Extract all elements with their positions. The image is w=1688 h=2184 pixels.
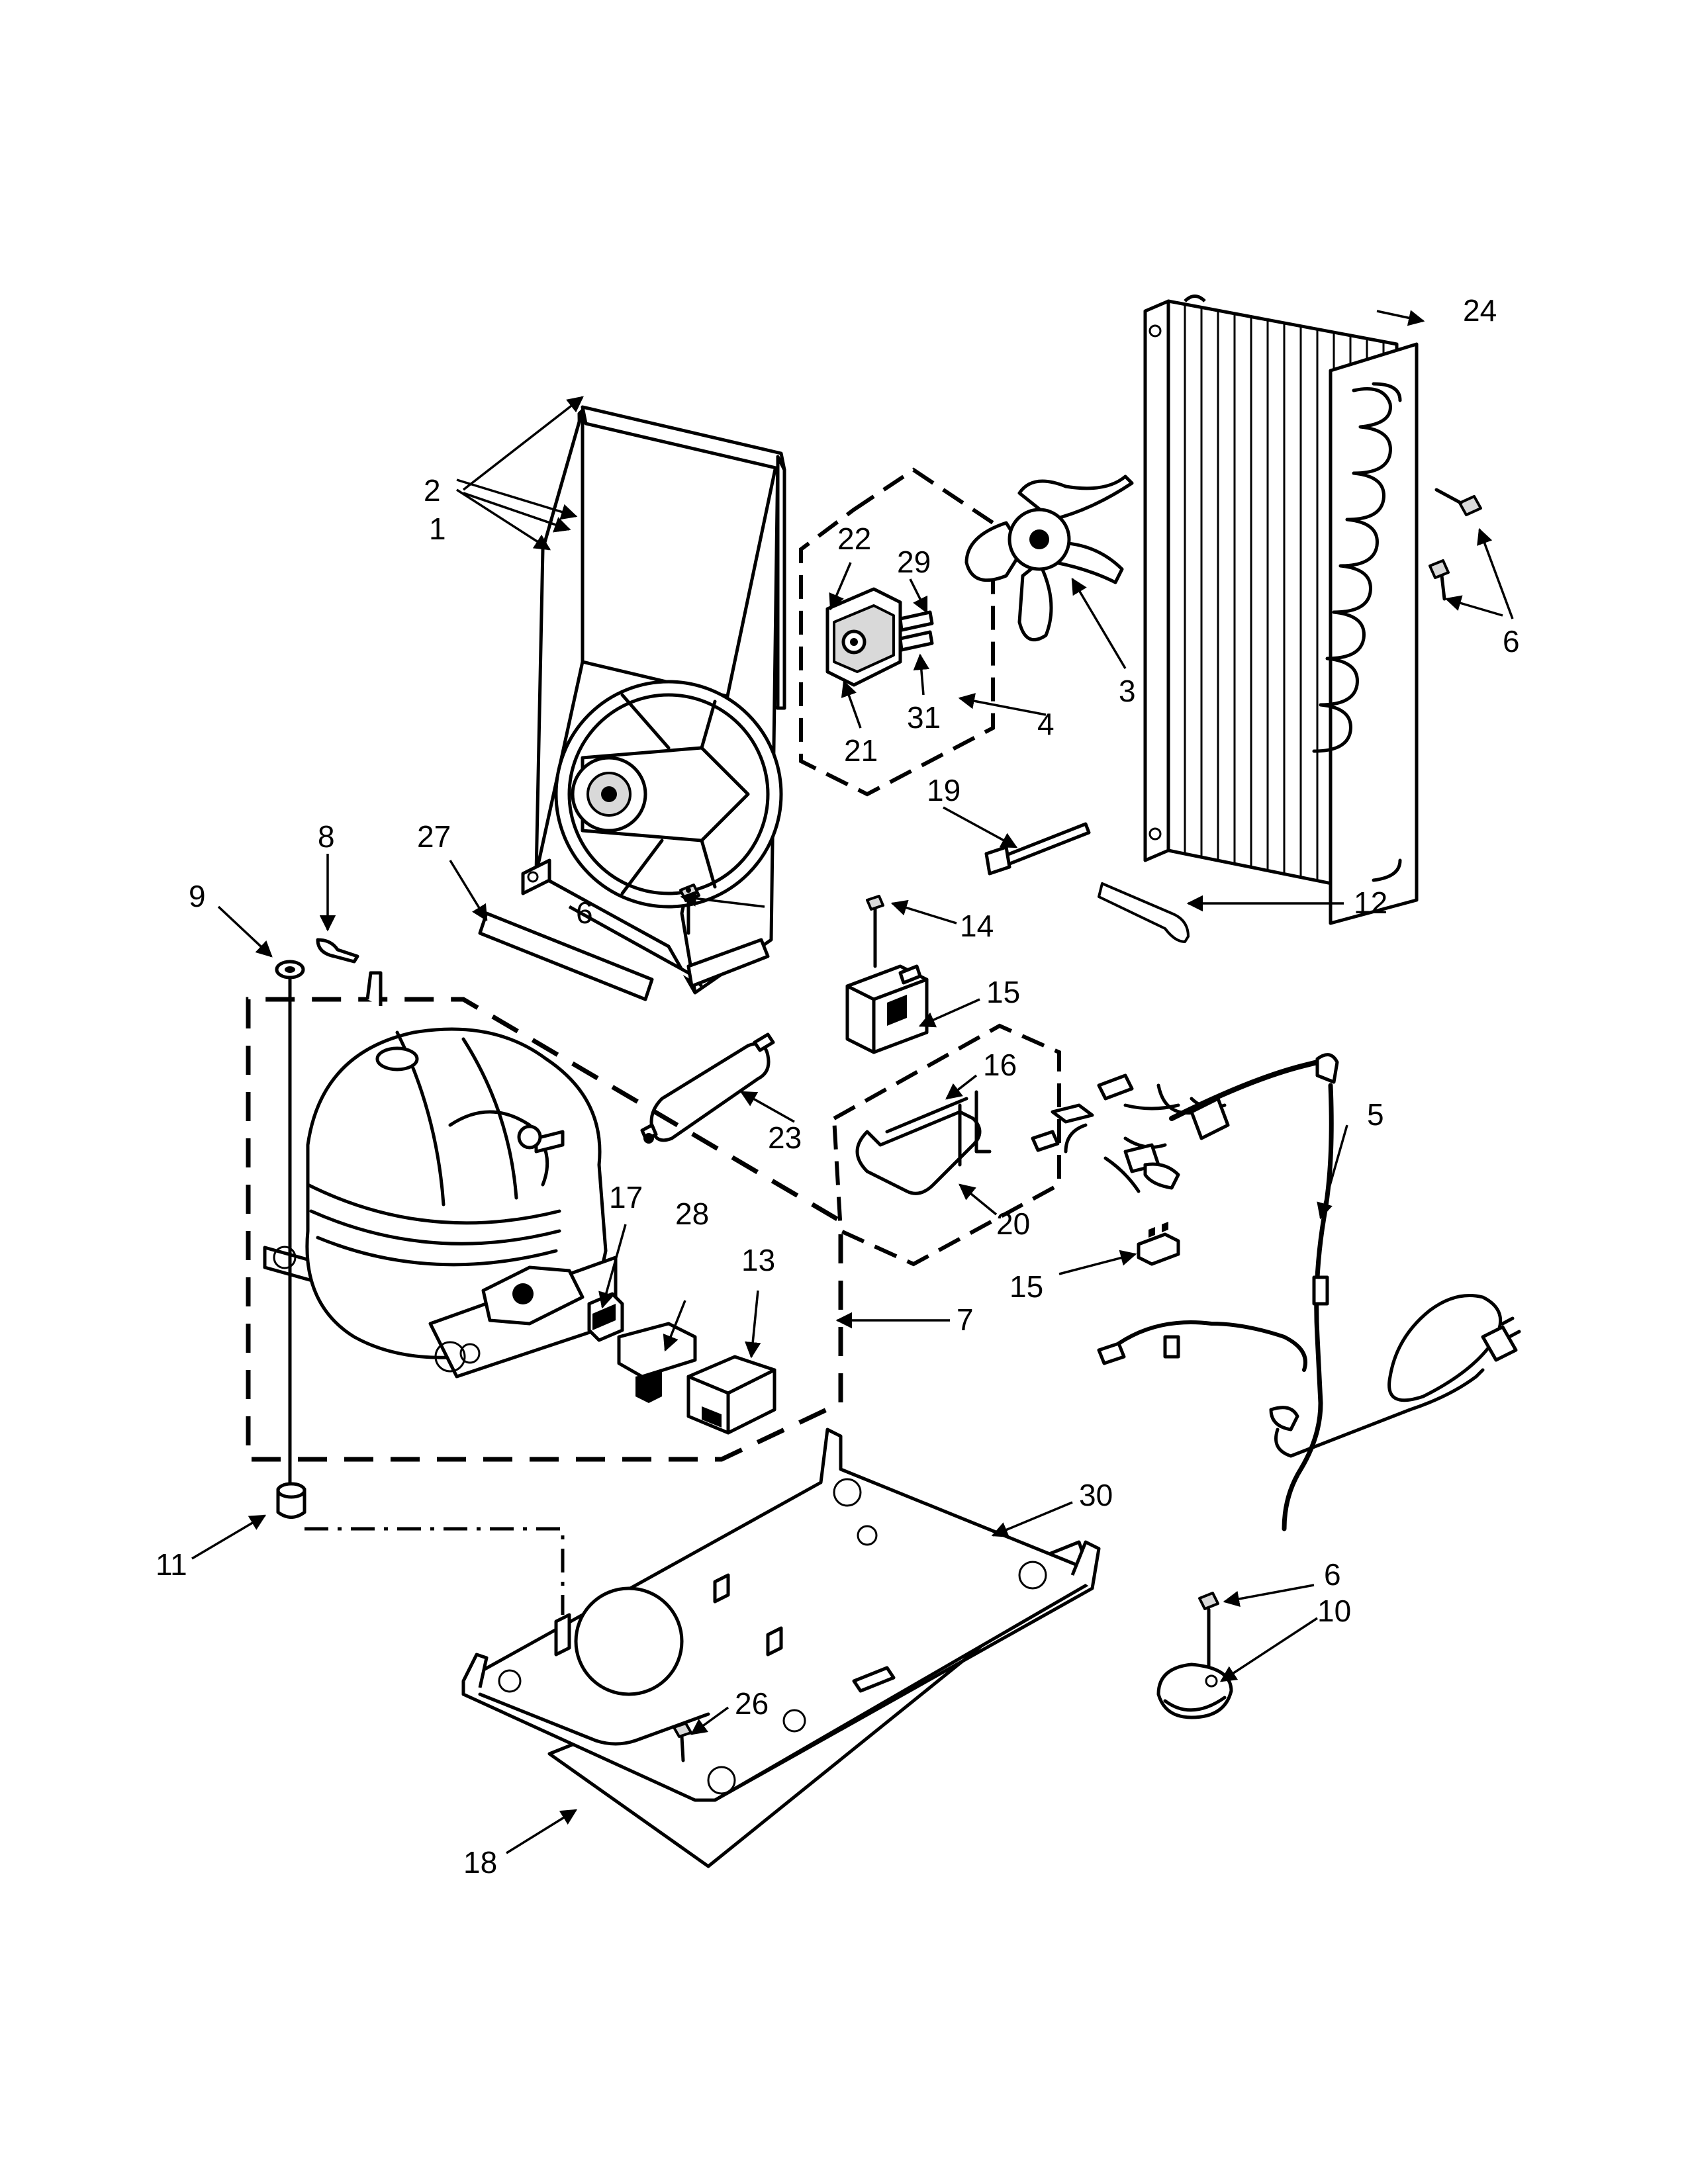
callout-30: 30 <box>1079 1478 1113 1512</box>
clamp-screw-part <box>1198 1592 1219 1670</box>
callout-18: 18 <box>463 1845 497 1880</box>
callout-3: 3 <box>1119 674 1136 708</box>
callout-15-block: 15 <box>1009 1269 1043 1304</box>
wire-harness-part <box>1031 1053 1521 1531</box>
callout-7: 7 <box>957 1302 974 1337</box>
callout-28: 28 <box>675 1197 709 1231</box>
callout-8: 8 <box>318 819 335 854</box>
tube-part <box>1098 882 1190 943</box>
condenser-part <box>1143 295 1419 925</box>
callout-22: 22 <box>837 522 871 556</box>
callout-21: 21 <box>844 733 878 768</box>
fan-blade-part <box>964 475 1134 642</box>
callout-4: 4 <box>1037 707 1055 741</box>
wire-tie-part <box>984 822 1091 876</box>
callout-12: 12 <box>1354 886 1387 920</box>
callout-11: 11 <box>156 1547 187 1582</box>
callout-labels: 1 2 3 4 5 6 6 6 7 8 9 10 11 12 13 14 15 … <box>156 293 1520 1880</box>
terminal-block-part <box>1137 1222 1180 1266</box>
callout-5: 5 <box>1367 1097 1384 1132</box>
overload-part <box>587 1292 624 1342</box>
callout-6-base: 6 <box>1324 1557 1341 1592</box>
callout-23: 23 <box>768 1120 802 1155</box>
leader-lines <box>191 310 1514 1854</box>
shroud-bracket-part <box>478 911 770 1001</box>
callout-9: 9 <box>189 879 206 913</box>
capacitor-part <box>686 1355 776 1435</box>
callout-26: 26 <box>735 1686 769 1721</box>
callout-29: 29 <box>897 545 931 579</box>
callout-2: 2 <box>424 473 441 508</box>
grommet-9-part <box>275 960 305 979</box>
callout-6-bracket: 6 <box>576 895 593 930</box>
compressor-part <box>246 971 843 1462</box>
callout-6-condenser: 6 <box>1503 624 1520 659</box>
callout-14: 14 <box>960 909 994 943</box>
callout-1: 1 <box>429 512 446 546</box>
screw-14-part <box>866 895 884 968</box>
callout-15-solenoid: 15 <box>986 975 1020 1009</box>
bracket-part <box>831 1023 1061 1267</box>
callout-24: 24 <box>1463 293 1497 328</box>
callout-20: 20 <box>996 1206 1030 1241</box>
fan-motor-part <box>799 467 995 797</box>
callout-13: 13 <box>741 1243 775 1277</box>
condenser-screw-part <box>1429 488 1482 601</box>
callout-27: 27 <box>417 819 451 854</box>
base-pan-part <box>461 1428 1101 1802</box>
shroud-gasket-part <box>581 405 786 710</box>
callout-19: 19 <box>927 773 961 807</box>
callout-10: 10 <box>1317 1594 1351 1628</box>
fan-shroud-part <box>521 408 783 995</box>
clip-part <box>316 938 359 964</box>
clamp-part <box>1156 1662 1233 1719</box>
callout-16: 16 <box>983 1048 1017 1082</box>
drier-part <box>640 1032 775 1144</box>
solenoid-part <box>845 964 929 1054</box>
callout-17: 17 <box>609 1180 643 1214</box>
callout-31: 31 <box>907 700 941 735</box>
relay-part <box>617 1322 697 1403</box>
grommet-11-part <box>276 1482 306 1519</box>
